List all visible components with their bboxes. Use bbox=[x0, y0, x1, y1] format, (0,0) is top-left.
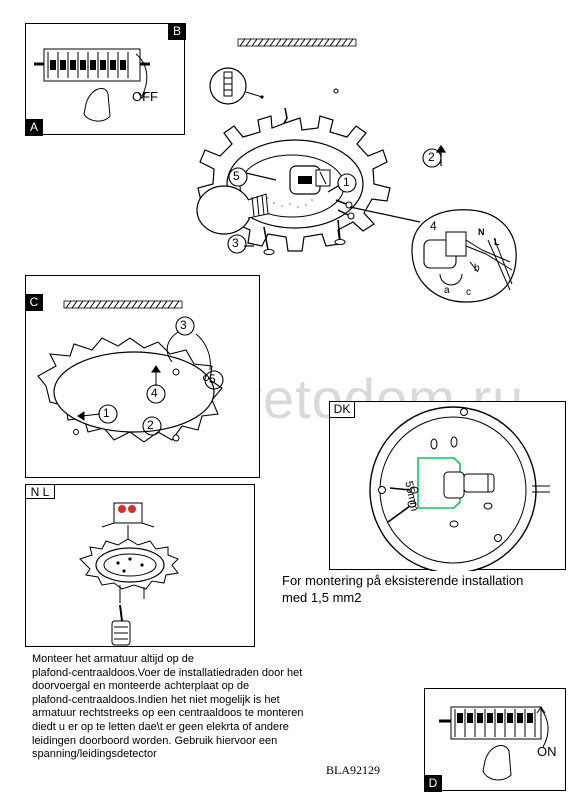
main-arrows bbox=[244, 144, 447, 247]
nl-line-2: plafond-centraaldoos.Voer de installatie… bbox=[32, 666, 303, 679]
screws bbox=[263, 199, 355, 255]
document-code: BLA92129 bbox=[326, 763, 380, 777]
switch-off-label: OFF bbox=[132, 89, 158, 104]
supply-cable bbox=[282, 107, 288, 126]
panel-c: 1 2 4 5 3 C bbox=[25, 275, 260, 478]
breaker-off-drawing bbox=[34, 48, 150, 122]
panel-d-tag: D bbox=[424, 775, 442, 792]
detail-label-b: b bbox=[474, 263, 480, 274]
main-step-1: 1 bbox=[343, 175, 350, 189]
panel-nl: N L bbox=[25, 484, 255, 647]
panel-c-step-1: 1 bbox=[103, 406, 110, 420]
nl-line-6: diedt u er op te letten dae\t er geen el… bbox=[32, 720, 289, 733]
panel-c-step-3: 3 bbox=[180, 318, 187, 332]
nl-line-5: armatuur rechtstreeks op een centraaldoo… bbox=[32, 707, 304, 720]
detail-label-c: c bbox=[466, 287, 471, 298]
nl-line-8: spanning/leidingsdetector bbox=[32, 748, 157, 761]
panel-nl-tag: N L bbox=[25, 484, 55, 499]
nl-line-4: plafond-centraaldoos.Indien het niet mog… bbox=[32, 693, 280, 706]
panel-c-drawing bbox=[37, 300, 224, 443]
panel-switch-on: ON D bbox=[424, 688, 566, 792]
nl-instructions: Monteer het armatuur altijd op de plafon… bbox=[32, 653, 362, 762]
nl-line-7: leidingen doorboord worden. Gebruik hier… bbox=[32, 734, 278, 747]
breaker-on-drawing bbox=[439, 706, 549, 781]
lampholder bbox=[289, 165, 331, 195]
nl-line-3: doorvoergal en monteerde achterplaat op … bbox=[32, 680, 250, 693]
lampholder-wiring-detail bbox=[411, 209, 517, 303]
nl-line-1: Monteer het armatuur altijd op de bbox=[32, 653, 195, 665]
dk-note-line1: For montering på eksisterende installati… bbox=[282, 573, 524, 588]
panel-dk-drawing bbox=[369, 406, 550, 571]
panel-c-step-4: 4 bbox=[151, 386, 158, 400]
panel-c-tag: C bbox=[25, 294, 43, 311]
panel-dk-tag: DK bbox=[329, 401, 355, 418]
panel-switch-off: OFF B A bbox=[25, 23, 186, 136]
detail-label-a: a bbox=[444, 285, 450, 296]
panel-nl-drawing bbox=[79, 502, 179, 646]
panel-c-step-2: 2 bbox=[147, 418, 154, 432]
panel-a-tag: A bbox=[25, 119, 43, 136]
detail-label-n: N bbox=[478, 227, 485, 237]
main-step-5: 5 bbox=[233, 169, 240, 183]
switch-on-label: ON bbox=[537, 744, 557, 759]
main-step-3: 3 bbox=[232, 236, 239, 250]
wall-plug-detail bbox=[209, 67, 339, 105]
detail-label-l: L bbox=[494, 237, 500, 247]
panel-c-step-5: 5 bbox=[209, 372, 216, 386]
panel-dk: 55mm DK bbox=[329, 401, 566, 571]
ceiling-hatch bbox=[237, 38, 357, 47]
main-step-4: 4 bbox=[430, 219, 437, 233]
bulb bbox=[196, 185, 269, 235]
panel-b-tag: B bbox=[168, 23, 186, 40]
main-step-2: 2 bbox=[428, 150, 435, 164]
dk-note-line2: med 1,5 mm2 bbox=[282, 590, 362, 605]
junction-box bbox=[101, 502, 155, 528]
